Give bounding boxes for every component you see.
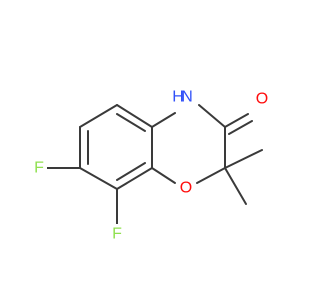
fluorine-7-atom: F: [31, 158, 47, 178]
bond-n4-c3: [198, 104, 226, 128]
bond-c2-methyl-b: [224, 167, 247, 205]
nitrogen-hydrogen: H: [172, 89, 184, 106]
bond-c4a-c5: [79, 104, 118, 128]
fluorine-8-label-bg: [109, 224, 125, 244]
bond-c7-c8: [116, 167, 153, 190]
carbonyl-oxygen-atom: O: [254, 91, 272, 111]
bond-c2-o1: [196, 167, 226, 184]
bond-c2-methyl-a: [224, 149, 263, 169]
ring-oxygen-atom: O: [178, 179, 196, 199]
nitrogen-symbol: N: [181, 89, 193, 106]
bond-o1-c8a: [151, 167, 176, 184]
nitrogen-atom: N H: [170, 83, 200, 106]
ring-oxygen-label-bg: [178, 179, 196, 199]
bond-layer: [46, 104, 263, 227]
bond-c7-c8-inner: [116, 162, 146, 181]
nitrogen-label-bg: [170, 83, 200, 103]
molecule-structure: N H O O F F: [31, 83, 272, 244]
bond-c8a-c4a: [116, 104, 153, 128]
carbonyl-oxygen-symbol: O: [256, 91, 268, 108]
bond-c3-o-carbonyl: [224, 113, 249, 128]
ring-oxygen-symbol: O: [180, 180, 192, 197]
atom-labels: N H O O F F: [31, 83, 272, 244]
bond-c4a-n4: [151, 112, 176, 128]
fluorine-7-label-bg: [31, 158, 47, 178]
fluorine-8-atom: F: [109, 224, 125, 244]
fluorine-7-symbol: F: [34, 160, 44, 177]
carbonyl-oxygen-label-bg: [254, 91, 272, 111]
bond-c6-c7: [79, 167, 118, 190]
bond-c3-o-carbonyl-double: [228, 120, 253, 135]
bond-c8a-c4a-inner: [116, 113, 146, 132]
fluorine-8-symbol: F: [112, 226, 122, 243]
